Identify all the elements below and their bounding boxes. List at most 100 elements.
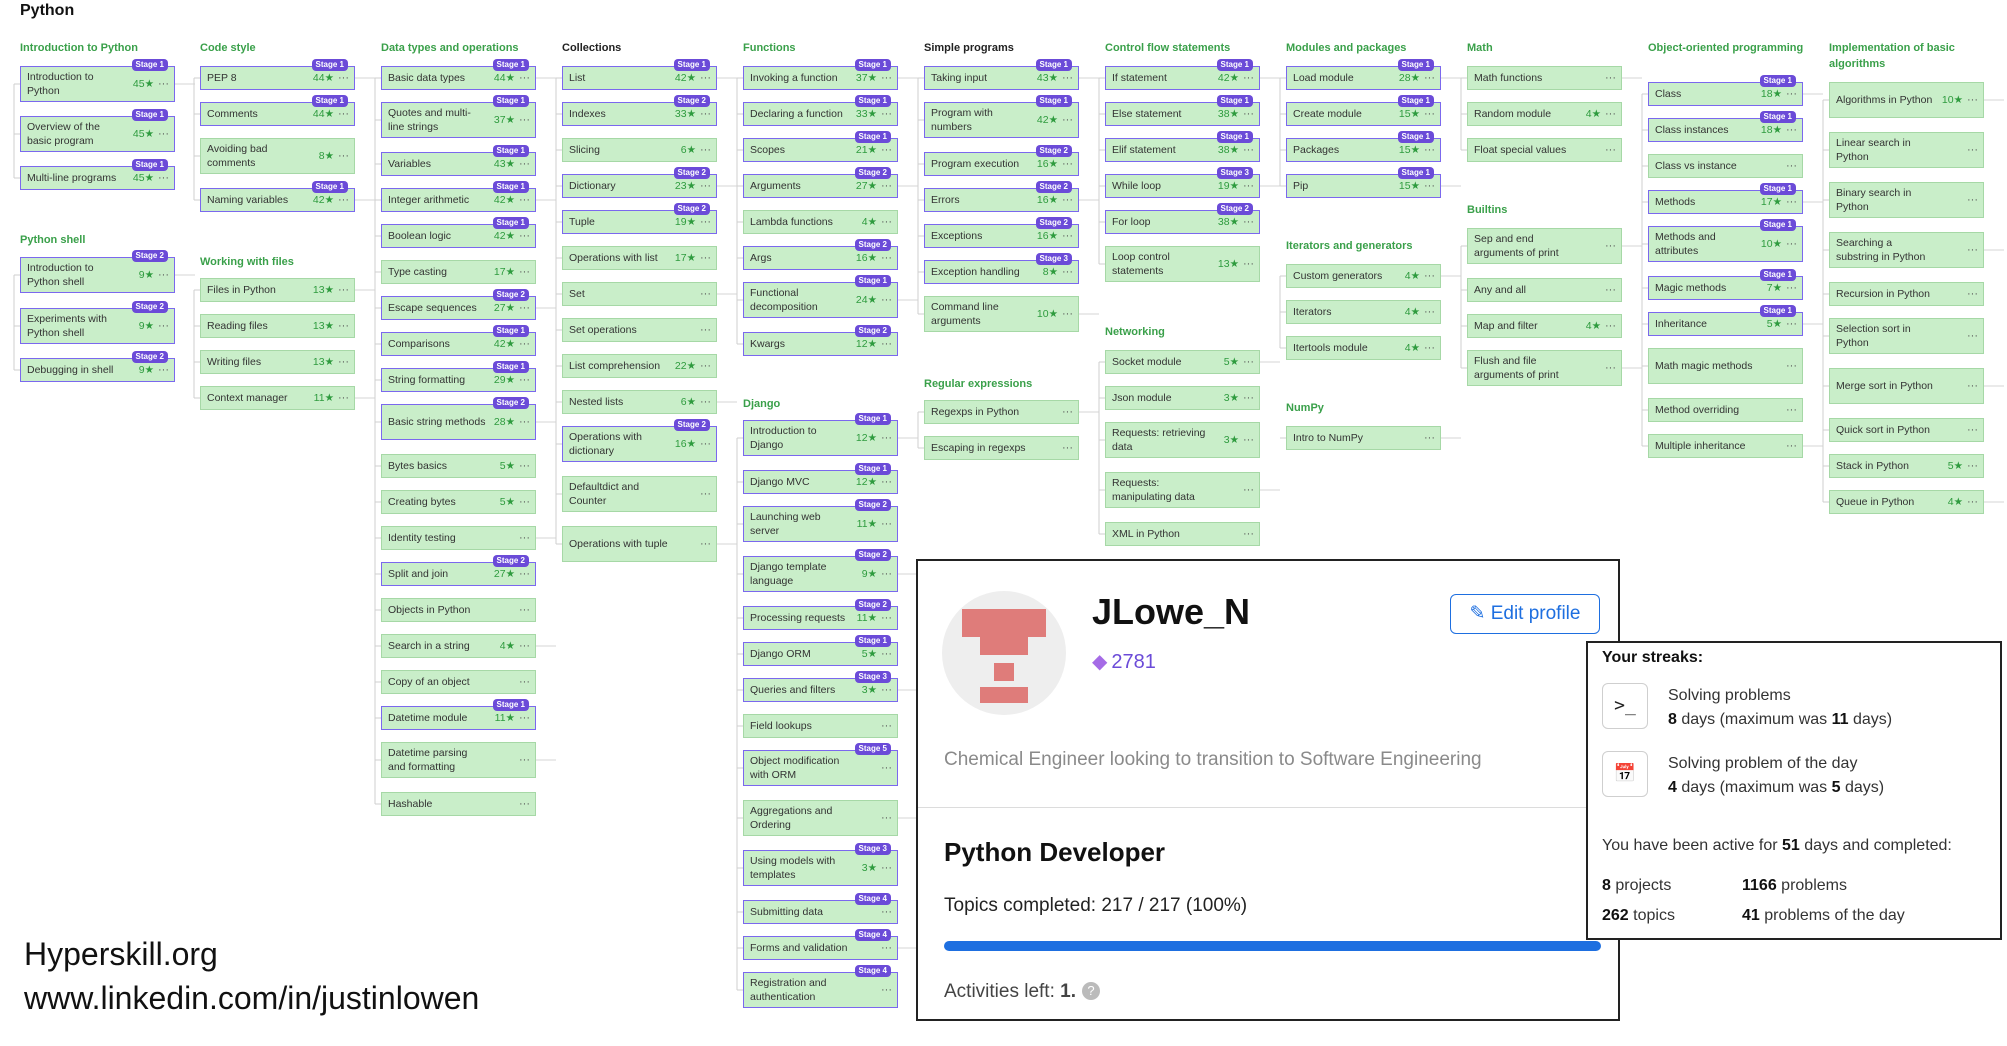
- more-icon[interactable]: ···: [158, 364, 169, 376]
- more-icon[interactable]: ···: [1243, 528, 1254, 540]
- topic-card[interactable]: Operations with tuple···: [562, 526, 717, 562]
- more-icon[interactable]: ···: [1605, 72, 1616, 84]
- more-icon[interactable]: ···: [881, 294, 892, 306]
- more-icon[interactable]: ···: [1243, 72, 1254, 84]
- help-icon[interactable]: ?: [1082, 982, 1101, 1000]
- more-icon[interactable]: ···: [1243, 180, 1254, 192]
- more-icon[interactable]: ···: [519, 266, 530, 278]
- more-icon[interactable]: ···: [1786, 238, 1797, 250]
- more-icon[interactable]: ···: [1062, 266, 1073, 278]
- more-icon[interactable]: ···: [1967, 380, 1978, 392]
- topic-card[interactable]: Math functions···: [1467, 66, 1622, 90]
- more-icon[interactable]: ···: [1786, 440, 1797, 452]
- more-icon[interactable]: ···: [881, 108, 892, 120]
- more-icon[interactable]: ···: [338, 194, 349, 206]
- more-icon[interactable]: ···: [881, 942, 892, 954]
- more-icon[interactable]: ···: [158, 128, 169, 140]
- more-icon[interactable]: ···: [519, 230, 530, 242]
- more-icon[interactable]: ···: [1424, 180, 1435, 192]
- more-icon[interactable]: ···: [1243, 356, 1254, 368]
- more-icon[interactable]: ···: [1967, 194, 1978, 206]
- more-icon[interactable]: ···: [881, 180, 892, 192]
- more-icon[interactable]: ···: [1967, 94, 1978, 106]
- more-icon[interactable]: ···: [519, 604, 530, 616]
- more-icon[interactable]: ···: [881, 984, 892, 996]
- more-icon[interactable]: ···: [700, 252, 711, 264]
- more-icon[interactable]: ···: [1424, 342, 1435, 354]
- more-icon[interactable]: ···: [1786, 160, 1797, 172]
- more-icon[interactable]: ···: [700, 216, 711, 228]
- more-icon[interactable]: ···: [519, 374, 530, 386]
- more-icon[interactable]: ···: [700, 438, 711, 450]
- more-icon[interactable]: ···: [338, 150, 349, 162]
- more-icon[interactable]: ···: [700, 488, 711, 500]
- more-icon[interactable]: ···: [1062, 158, 1073, 170]
- more-icon[interactable]: ···: [881, 216, 892, 228]
- topic-card[interactable]: Merge sort in Python···: [1829, 368, 1984, 404]
- more-icon[interactable]: ···: [1243, 144, 1254, 156]
- more-icon[interactable]: ···: [519, 416, 530, 428]
- more-icon[interactable]: ···: [158, 78, 169, 90]
- more-icon[interactable]: ···: [700, 108, 711, 120]
- more-icon[interactable]: ···: [881, 338, 892, 350]
- more-icon[interactable]: ···: [881, 906, 892, 918]
- avatar[interactable]: [942, 591, 1066, 715]
- more-icon[interactable]: ···: [158, 320, 169, 332]
- topic-card[interactable]: Registration and authentication···Stage …: [743, 965, 898, 1008]
- more-icon[interactable]: ···: [881, 612, 892, 624]
- more-icon[interactable]: ···: [881, 648, 892, 660]
- more-icon[interactable]: ···: [1243, 258, 1254, 270]
- topic-card[interactable]: Linear search in Python···: [1829, 132, 1984, 168]
- more-icon[interactable]: ···: [1062, 72, 1073, 84]
- topic-card[interactable]: Set operations···: [562, 318, 717, 342]
- topic-card[interactable]: Submitting data···Stage 4: [743, 893, 898, 924]
- topic-card[interactable]: Objects in Python···: [381, 598, 536, 622]
- more-icon[interactable]: ···: [519, 798, 530, 810]
- more-icon[interactable]: ···: [1424, 144, 1435, 156]
- more-icon[interactable]: ···: [1605, 284, 1616, 296]
- more-icon[interactable]: ···: [1786, 124, 1797, 136]
- topic-card[interactable]: Class vs instance···: [1648, 154, 1803, 178]
- more-icon[interactable]: ···: [700, 324, 711, 336]
- more-icon[interactable]: ···: [519, 676, 530, 688]
- more-icon[interactable]: ···: [1605, 240, 1616, 252]
- topic-card[interactable]: Regexps in Python···: [924, 400, 1079, 424]
- more-icon[interactable]: ···: [519, 194, 530, 206]
- more-icon[interactable]: ···: [1967, 144, 1978, 156]
- more-icon[interactable]: ···: [881, 568, 892, 580]
- more-icon[interactable]: ···: [1424, 270, 1435, 282]
- more-icon[interactable]: ···: [158, 172, 169, 184]
